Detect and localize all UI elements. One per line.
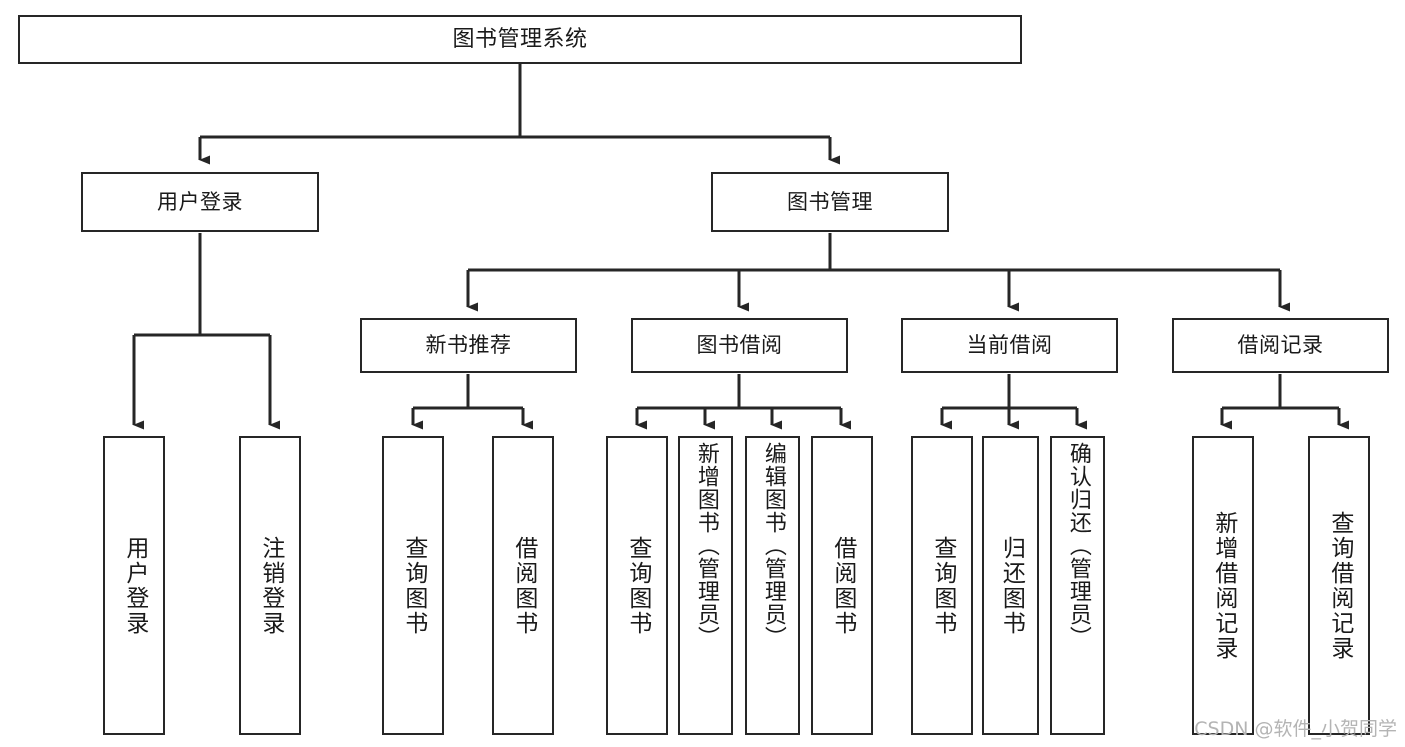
node-book-borrow[interactable]: 图书借阅 <box>631 318 848 373</box>
node-leaf-add-record[interactable]: 新增借阅记录 <box>1192 436 1254 735</box>
node-label-leaf-borrow-book-2: 借阅图书 <box>829 535 856 636</box>
node-leaf-borrow-book-2[interactable]: 借阅图书 <box>811 436 873 735</box>
node-new-book-recommend[interactable]: 新书推荐 <box>360 318 577 373</box>
node-leaf-edit-book[interactable]: 编辑图书（管理员） <box>745 436 800 735</box>
node-label-leaf-query-book-3: 查询图书 <box>929 535 956 636</box>
node-leaf-query-book-3[interactable]: 查询图书 <box>911 436 973 735</box>
node-label-borrow-record: 借阅记录 <box>1237 333 1324 358</box>
node-leaf-confirm-return[interactable]: 确认归还（管理员） <box>1050 436 1105 735</box>
node-label-leaf-user-login: 用户登录 <box>121 535 148 636</box>
node-label-root: 图书管理系统 <box>452 26 588 52</box>
csdn-watermark: CSDN @软件_小贺同学 <box>1194 718 1397 740</box>
node-label-current-borrow: 当前借阅 <box>966 333 1053 358</box>
node-label-new-book-recommend: 新书推荐 <box>425 333 512 358</box>
node-leaf-add-book[interactable]: 新增图书（管理员） <box>678 436 733 735</box>
node-leaf-user-logout[interactable]: 注销登录 <box>239 436 301 735</box>
node-label-leaf-add-book: 新增图书（管理员） <box>693 442 719 649</box>
node-label-leaf-borrow-book-1: 借阅图书 <box>510 535 537 636</box>
node-leaf-query-record[interactable]: 查询借阅记录 <box>1308 436 1370 735</box>
node-label-book-management: 图书管理 <box>787 189 873 214</box>
node-label-leaf-user-logout: 注销登录 <box>257 535 284 636</box>
node-leaf-query-book-2[interactable]: 查询图书 <box>606 436 668 735</box>
node-label-leaf-add-record: 新增借阅记录 <box>1210 510 1237 661</box>
node-leaf-return-book[interactable]: 归还图书 <box>982 436 1039 735</box>
node-label-book-borrow: 图书借阅 <box>696 333 783 358</box>
node-borrow-record[interactable]: 借阅记录 <box>1172 318 1389 373</box>
node-user-login[interactable]: 用户登录 <box>81 172 319 232</box>
node-label-leaf-query-book-1: 查询图书 <box>400 535 427 636</box>
node-leaf-borrow-book-1[interactable]: 借阅图书 <box>492 436 554 735</box>
node-label-user-login: 用户登录 <box>157 189 243 214</box>
node-label-leaf-edit-book: 编辑图书（管理员） <box>760 442 786 649</box>
node-label-leaf-query-book-2: 查询图书 <box>624 535 651 636</box>
node-current-borrow[interactable]: 当前借阅 <box>901 318 1118 373</box>
node-root-system[interactable]: 图书管理系统 <box>18 15 1022 64</box>
node-book-management[interactable]: 图书管理 <box>711 172 949 232</box>
node-leaf-user-login[interactable]: 用户登录 <box>103 436 165 735</box>
node-label-leaf-return-book: 归还图书 <box>998 535 1025 636</box>
node-label-leaf-confirm-return: 确认归还（管理员） <box>1065 442 1091 649</box>
node-leaf-query-book-1[interactable]: 查询图书 <box>382 436 444 735</box>
node-label-leaf-query-record: 查询借阅记录 <box>1326 510 1353 661</box>
